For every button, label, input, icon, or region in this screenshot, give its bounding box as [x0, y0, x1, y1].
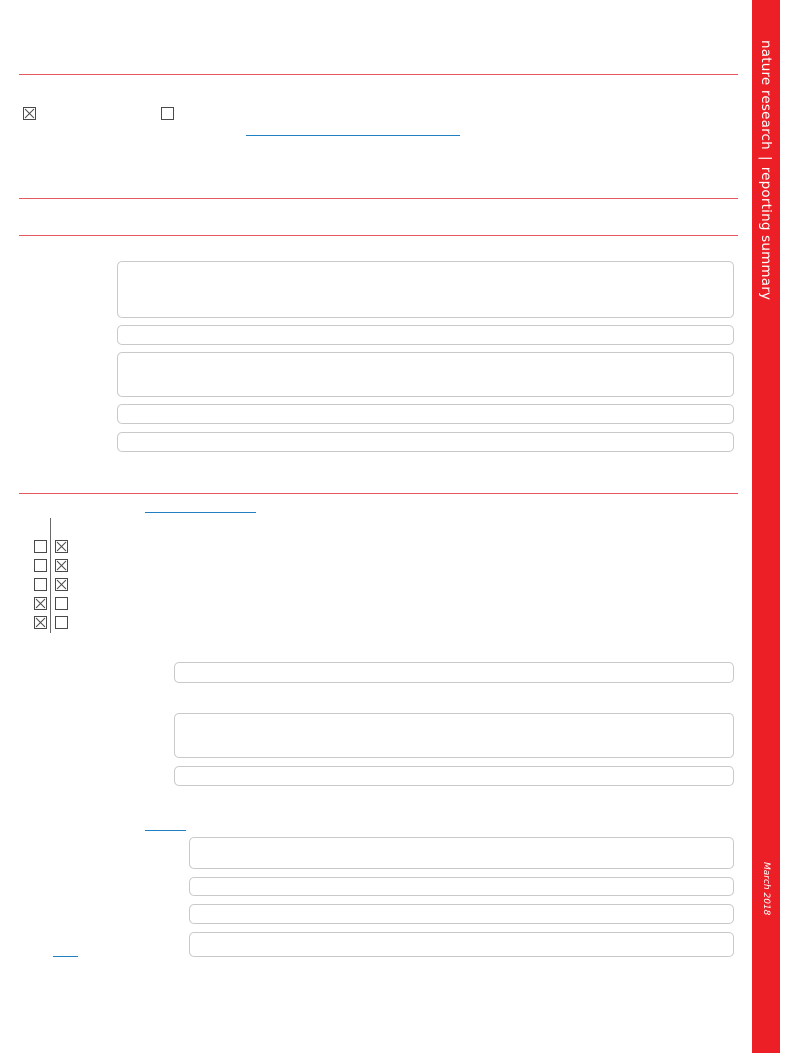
response-textbox[interactable]	[174, 662, 734, 683]
response-textbox[interactable]	[189, 932, 734, 957]
hyperlink-underline[interactable]	[145, 830, 186, 831]
grid-checkbox[interactable]	[34, 597, 47, 610]
response-textbox[interactable]	[117, 432, 734, 452]
grid-checkbox[interactable]	[55, 597, 68, 610]
grid-checkbox[interactable]	[34, 578, 47, 591]
response-textbox[interactable]	[117, 325, 734, 345]
section-divider	[19, 235, 738, 236]
response-textbox[interactable]	[174, 713, 734, 758]
journal-sidebar: nature research | reporting summary March …	[752, 0, 780, 1053]
grid-checkbox[interactable]	[34, 559, 47, 572]
response-textbox[interactable]	[189, 904, 734, 924]
sidebar-title: nature research | reporting summary	[758, 40, 774, 300]
response-textbox[interactable]	[117, 352, 734, 397]
response-textbox[interactable]	[117, 261, 734, 318]
grid-checkbox[interactable]	[34, 540, 47, 553]
column-divider	[50, 518, 51, 633]
response-textbox[interactable]	[189, 877, 734, 896]
brand-name: nature research	[758, 40, 774, 150]
top-checkbox-1[interactable]	[23, 107, 36, 120]
revision-date: March 2018	[761, 862, 771, 916]
section-name: reporting summary	[758, 166, 774, 301]
section-divider	[19, 198, 738, 199]
response-textbox[interactable]	[189, 837, 734, 869]
hyperlink-underline[interactable]	[145, 512, 256, 513]
grid-checkbox[interactable]	[55, 559, 68, 572]
grid-checkbox[interactable]	[55, 540, 68, 553]
grid-checkbox[interactable]	[55, 578, 68, 591]
hyperlink-underline[interactable]	[246, 135, 460, 136]
response-textbox[interactable]	[174, 766, 734, 786]
hyperlink-underline[interactable]	[53, 956, 78, 957]
section-divider	[19, 74, 738, 75]
response-textbox[interactable]	[117, 404, 734, 424]
grid-checkbox[interactable]	[55, 616, 68, 629]
grid-checkbox[interactable]	[34, 616, 47, 629]
section-divider	[19, 493, 738, 494]
title-separator: |	[758, 155, 774, 161]
top-checkbox-2[interactable]	[161, 107, 174, 120]
